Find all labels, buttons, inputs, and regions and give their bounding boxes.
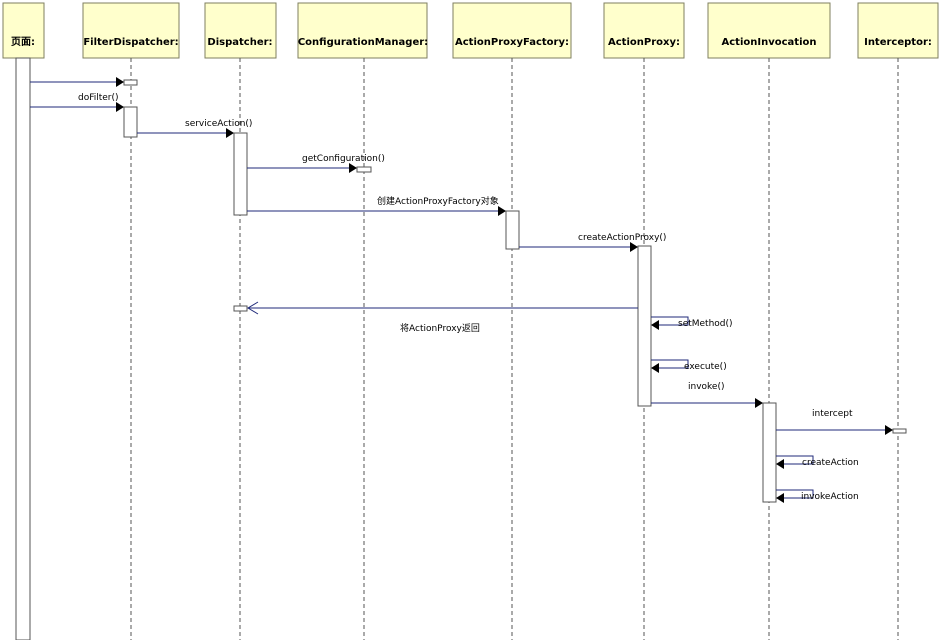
- lifeline-action-proxy-factory: ActionProxyFactory:: [452, 2, 572, 59]
- activation-dispatcher-return: [233, 305, 248, 312]
- lifeline-dispatcher: Dispatcher:: [204, 2, 277, 59]
- arrowhead: [776, 493, 784, 503]
- message-label: execute(): [684, 362, 727, 372]
- activation-proxy: [637, 245, 652, 407]
- message-getconfiguration: getConfiguration(): [247, 154, 385, 173]
- lifeline-title: ActionInvocation: [722, 37, 817, 48]
- arrowhead: [116, 77, 124, 87]
- message-execute: execute(): [651, 359, 727, 373]
- lifeline-box: [204, 2, 277, 59]
- activation-dispatcher: [233, 132, 248, 216]
- message-invokeaction: invokeAction: [776, 489, 859, 503]
- lifeline-filter-dispatcher: FilterDispatcher:: [82, 2, 180, 59]
- arrowhead: [226, 128, 234, 138]
- message-label: doFilter(): [78, 93, 119, 103]
- lifeline-box: [603, 2, 685, 59]
- lifeline-title: FilterDispatcher:: [83, 37, 178, 48]
- message-label: 创建ActionProxyFactory对象: [377, 195, 499, 207]
- message-label: setMethod(): [678, 319, 733, 329]
- lifeline-configuration-manager: ConfigurationManager:: [297, 2, 428, 59]
- message-createactionproxy: createActionProxy(): [519, 233, 666, 252]
- lifeline-action-proxy: ActionProxy:: [603, 2, 685, 59]
- arrowhead: [116, 102, 124, 112]
- lifeline-box: [297, 2, 428, 59]
- arrowhead: [630, 242, 638, 252]
- message-page-to-filter: [30, 77, 124, 87]
- message-dofilter: doFilter(): [30, 93, 124, 112]
- arrowhead: [349, 163, 357, 173]
- message-invoke: invoke(): [651, 382, 763, 408]
- lifeline-title: Interceptor:: [864, 37, 932, 48]
- activation-interceptor: [892, 428, 907, 434]
- lifeline-box: [2, 2, 45, 59]
- arrowhead: [651, 363, 659, 373]
- arrowhead: [885, 425, 893, 435]
- message-intercept: intercept: [776, 409, 893, 435]
- activation-factory: [505, 210, 520, 250]
- message-return-actionproxy: 将ActionProxy返回: [247, 301, 638, 334]
- message-serviceaction: serviceAction(): [137, 119, 252, 138]
- lifeline-action-invocation: ActionInvocation: [707, 2, 831, 59]
- lifeline-box: [452, 2, 572, 59]
- lifeline-title: Dispatcher:: [207, 37, 272, 48]
- arrowhead: [498, 206, 506, 216]
- arrowhead: [651, 320, 659, 330]
- activation-page: [15, 57, 31, 640]
- lifeline-title: ActionProxy:: [608, 37, 680, 48]
- arrowhead: [776, 459, 784, 469]
- message-label: getConfiguration(): [302, 154, 385, 164]
- lifeline-box: [707, 2, 831, 59]
- message-label: invoke(): [688, 382, 725, 392]
- message-label: intercept: [812, 409, 853, 419]
- lifeline-box: [857, 2, 939, 59]
- lifeline-title: ConfigurationManager:: [298, 37, 428, 48]
- lifeline-page: 页面:: [2, 2, 45, 59]
- lifeline-title: 页面:: [11, 36, 35, 48]
- message-create-factory: 创建ActionProxyFactory对象: [247, 195, 506, 216]
- lifeline-box: [82, 2, 180, 59]
- lifeline-interceptor: Interceptor:: [857, 2, 939, 59]
- lifeline-title: ActionProxyFactory:: [455, 37, 569, 48]
- return-arrowhead: [247, 301, 259, 315]
- activation-config: [356, 166, 372, 173]
- message-label: 将ActionProxy返回: [400, 322, 480, 334]
- message-label: invokeAction: [801, 492, 859, 502]
- activation-filter-2: [123, 106, 138, 138]
- activation-filter-1: [123, 79, 138, 86]
- activation-invocation: [762, 402, 777, 503]
- arrowhead: [755, 398, 763, 408]
- message-label: createAction: [802, 458, 859, 468]
- message-setmethod: setMethod(): [651, 316, 733, 330]
- message-label: createActionProxy(): [578, 233, 666, 243]
- message-createaction: createAction: [776, 455, 859, 469]
- message-label: serviceAction(): [185, 119, 252, 129]
